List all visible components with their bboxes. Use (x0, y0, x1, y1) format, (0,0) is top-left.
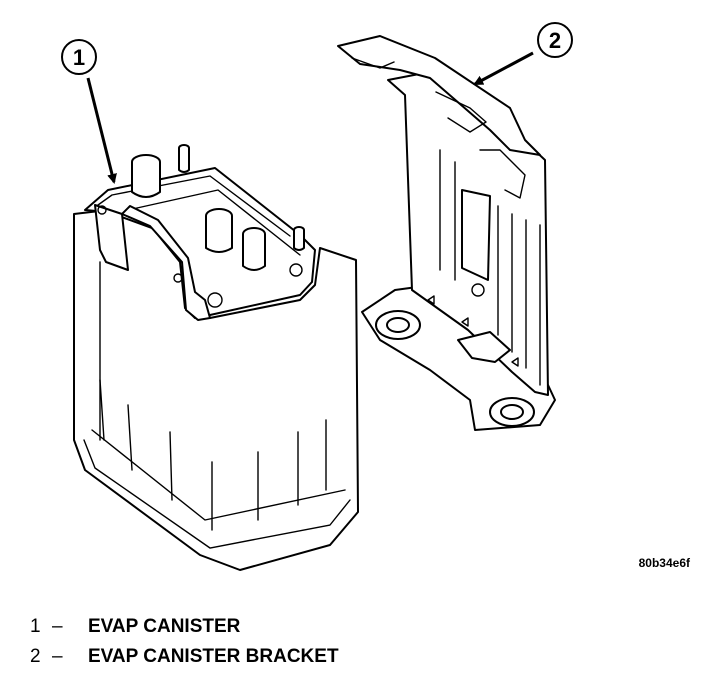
callout-1-arrow (86, 77, 117, 184)
evap-canister-drawing (73, 144, 359, 571)
legend: 1 – EVAP CANISTER 2 – EVAP CANISTER BRAC… (30, 612, 339, 672)
callout-2-number: 2 (549, 28, 561, 53)
legend-item-label: EVAP CANISTER BRACKET (88, 646, 339, 667)
callout-2: 2 (537, 22, 573, 58)
callout-2-arrow (473, 51, 534, 86)
legend-item-dash: – (52, 646, 63, 667)
legend-item-label: EVAP CANISTER (88, 616, 241, 637)
legend-item-number: 1 (30, 616, 41, 637)
legend-item-dash: – (52, 616, 63, 637)
legend-item: 1 – EVAP CANISTER (30, 612, 339, 642)
legend-item-number: 2 (30, 646, 41, 667)
evap-diagram: 1 2 (61, 22, 573, 571)
legend-item: 2 – EVAP CANISTER BRACKET (30, 642, 339, 672)
callout-1-number: 1 (73, 45, 85, 70)
evap-canister-bracket-drawing (337, 35, 556, 431)
figure-code: 80b34e6f (638, 556, 690, 570)
callout-1: 1 (61, 39, 97, 75)
